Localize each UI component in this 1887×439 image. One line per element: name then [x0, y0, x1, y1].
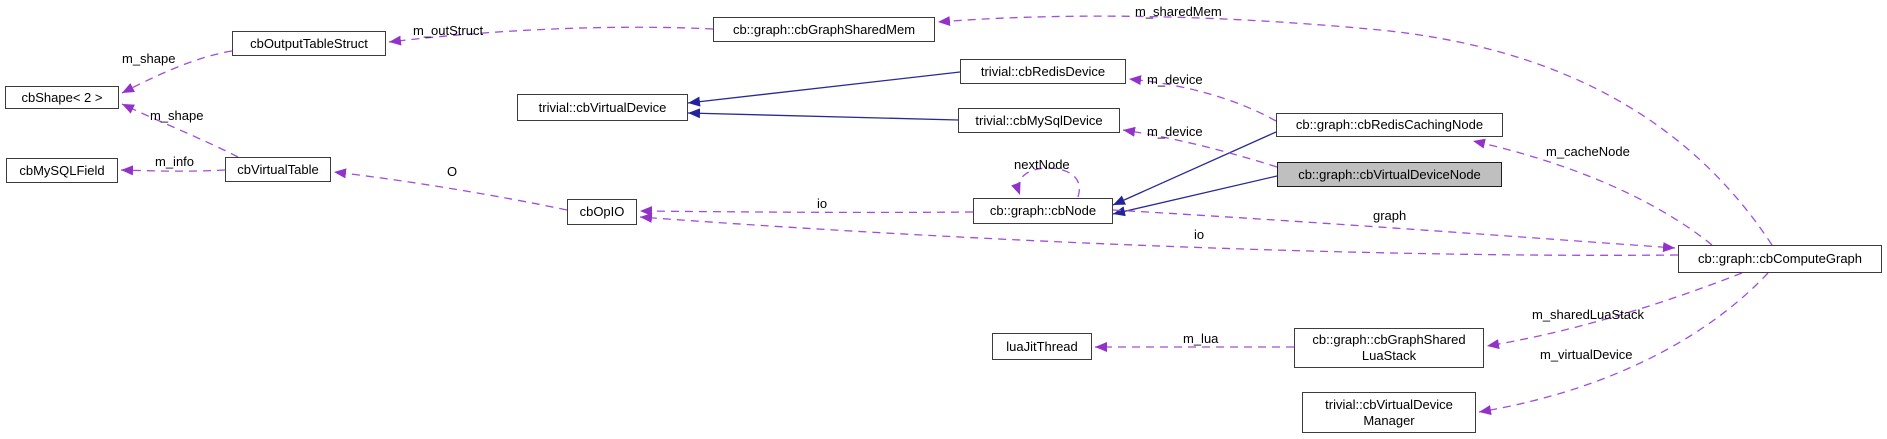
- edge-inherit-rediscachingnode-cbnode: [1112, 131, 1277, 206]
- edge-m-outstruct: [388, 26, 714, 46]
- node-trivial-cbvirtualdevice[interactable]: trivial::cbVirtualDevice: [517, 94, 688, 121]
- edge-o: [333, 168, 568, 211]
- edge-m-device-redis: [1128, 75, 1277, 122]
- edge-label-m-shape-lower: m_shape: [150, 108, 204, 123]
- node-cbshape[interactable]: cbShape< 2 >: [5, 86, 119, 109]
- edge-m-shape-upper: [121, 50, 233, 94]
- node-cboutputtablestruct[interactable]: cbOutputTableStruct: [232, 31, 386, 56]
- edge-nextnode-selfloop: [1011, 167, 1081, 198]
- edge-label-m-shape-upper: m_shape: [122, 51, 176, 66]
- edge-label-nextnode: nextNode: [1014, 157, 1070, 172]
- node-cbrediscachingnode[interactable]: cb::graph::cbRedisCachingNode: [1276, 113, 1503, 137]
- node-cbgraphsharedmem[interactable]: cb::graph::cbGraphSharedMem: [713, 17, 935, 42]
- edge-label-o: O: [447, 164, 458, 179]
- node-cbcomputegraph[interactable]: cb::graph::cbComputeGraph: [1678, 245, 1882, 273]
- edge-label-m-cachenode: m_cacheNode: [1546, 144, 1630, 159]
- edge-inherit-mysqldevice-virtualdevice: [687, 108, 959, 121]
- edge-m-virtualdevice: [1478, 272, 1769, 415]
- node-cbopio[interactable]: cbOpIO: [567, 199, 637, 225]
- edge-label-io-node: io: [817, 196, 828, 211]
- edge-io-graph: [639, 212, 1679, 256]
- edge-label-m-sharedmem: m_sharedMem: [1135, 4, 1222, 19]
- node-cbnode[interactable]: cb::graph::cbNode: [973, 198, 1113, 224]
- edge-label-m-device-mysql: m_device: [1147, 124, 1203, 139]
- edge-m-cachenode: [1472, 138, 1713, 246]
- edge-m-shape-lower: [121, 103, 239, 158]
- node-cbmysqlfield[interactable]: cbMySQLField: [6, 158, 118, 183]
- edge-inherit-virtualdevicenode-cbnode: [1112, 175, 1278, 217]
- edge-label-m-virtualdevice: m_virtualDevice: [1540, 347, 1633, 362]
- edge-label-m-lua: m_lua: [1183, 331, 1219, 346]
- edge-m-sharedluastack: [1486, 272, 1743, 349]
- edge-label-m-device-redis: m_device: [1147, 72, 1203, 87]
- edge-m-device-mysql: [1122, 126, 1278, 168]
- node-trivial-cbredisdevice[interactable]: trivial::cbRedisDevice: [960, 59, 1126, 84]
- edge-graph: [1112, 209, 1676, 253]
- node-trivial-cbvirtualdevicemanager[interactable]: trivial::cbVirtualDevice Manager: [1302, 392, 1476, 433]
- node-luajitthread[interactable]: luaJitThread: [992, 333, 1092, 360]
- node-cbgraphsharedluastack[interactable]: cb::graph::cbGraphShared LuaStack: [1294, 328, 1484, 368]
- edge-inherit-redisdevice-virtualdevice: [687, 71, 961, 107]
- edge-label-graph: graph: [1373, 208, 1407, 223]
- node-cbvirtualdevicenode-current: cb::graph::cbVirtualDeviceNode: [1277, 162, 1502, 187]
- edge-m-sharedmem: [937, 15, 1773, 246]
- edge-label-m-sharedluastack: m_sharedLuaStack: [1532, 307, 1645, 322]
- edge-label-m-info: m_info: [155, 154, 195, 169]
- edge-label-io-graph: io: [1194, 227, 1205, 242]
- edge-io-node: [639, 206, 974, 217]
- edge-label-m-outstruct: m_outStruct: [413, 23, 484, 38]
- node-trivial-cbmysqldevice[interactable]: trivial::cbMySqlDevice: [958, 108, 1120, 133]
- node-cbvirtualtable[interactable]: cbVirtualTable: [225, 157, 331, 182]
- edge-m-info: [120, 165, 226, 176]
